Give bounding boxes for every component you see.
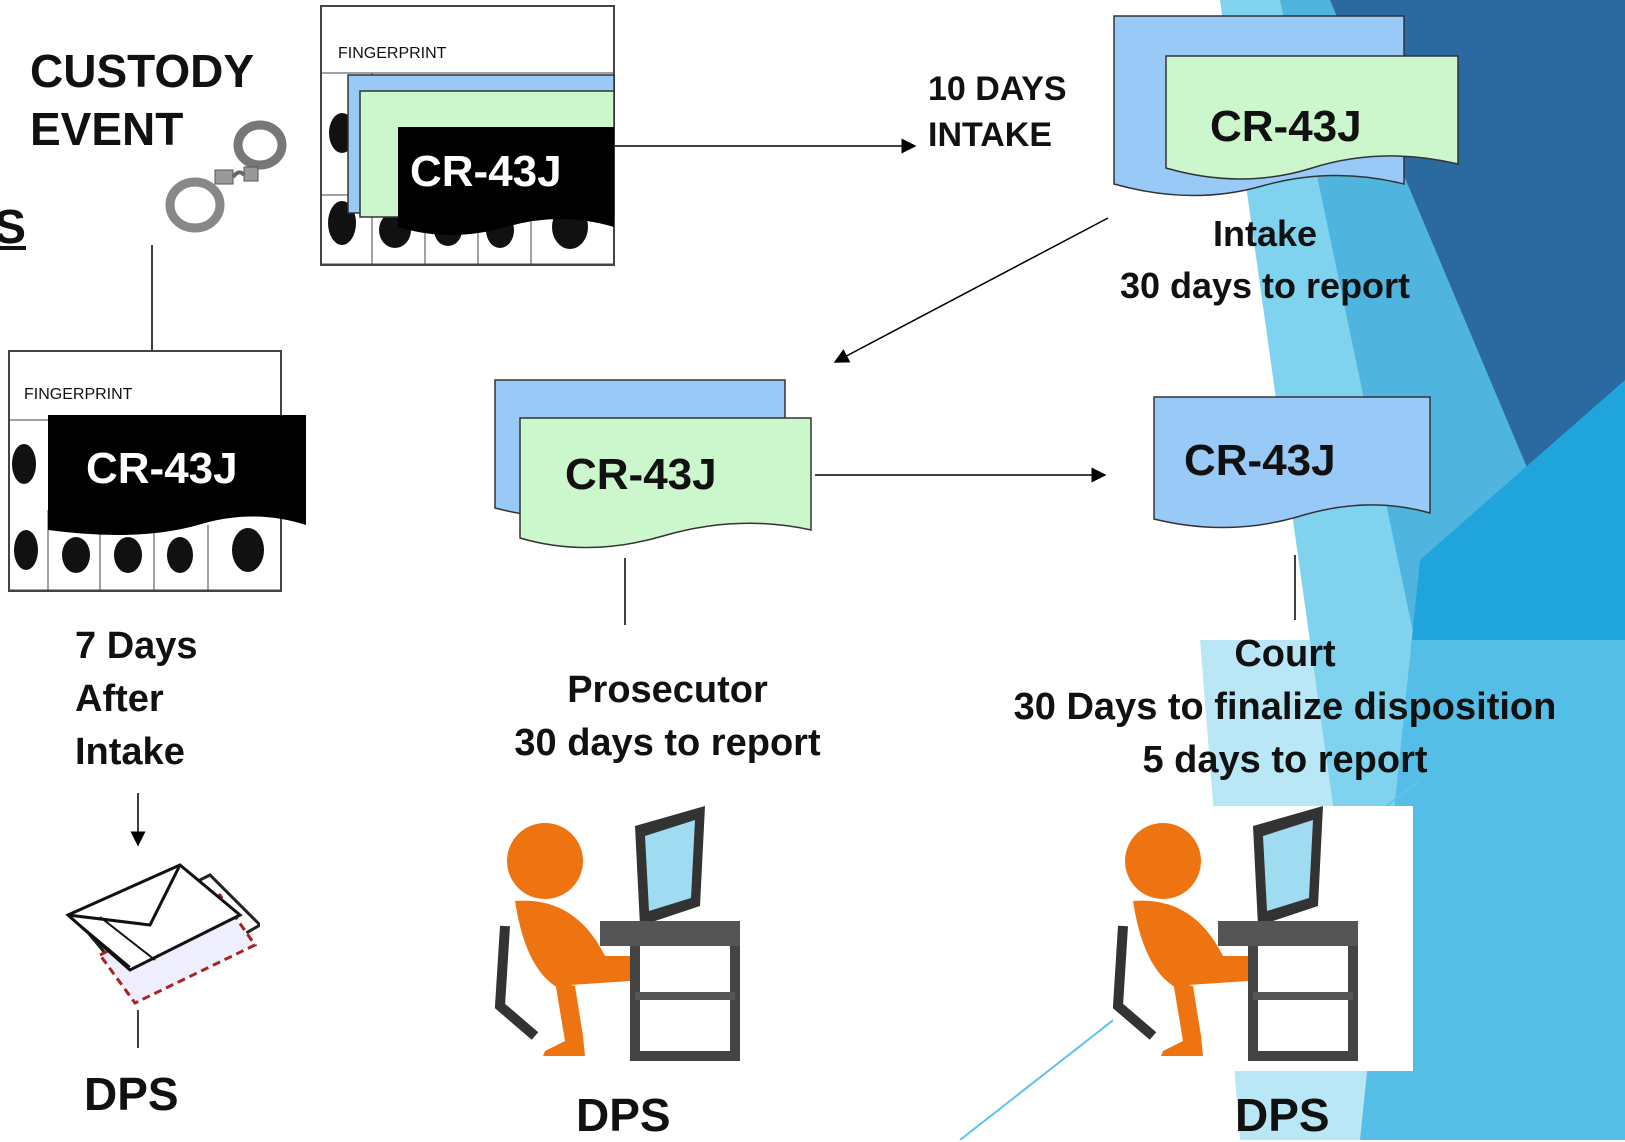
form-code-prosecutor: CR-43J xyxy=(565,450,717,499)
prosecutor-label: Prosecutor 30 days to report xyxy=(450,664,885,770)
mail-envelope-icon xyxy=(65,863,260,1005)
dps-label-court: DPS xyxy=(1235,1089,1330,1141)
court-deadline-report: 5 days to report xyxy=(1142,739,1428,781)
handcuffs-icon xyxy=(165,120,287,233)
intake-title: Intake xyxy=(1212,213,1318,254)
dps-label-left: DPS xyxy=(84,1068,179,1120)
form-code-court: CR-43J xyxy=(1184,436,1336,485)
intake-deadline: 30 days to report xyxy=(1119,265,1411,306)
fingerprint-label-left: FINGERPRINT xyxy=(24,386,133,403)
intake-label: Intake 30 days to report xyxy=(1070,208,1460,312)
form-code-top: CR-43J xyxy=(410,147,562,196)
custody-event-label: CUSTODY EVENT xyxy=(30,45,255,155)
fingerprint-card-top: FINGERPRINT CR-43J xyxy=(320,5,615,267)
computer-user-icon-court xyxy=(1113,806,1413,1071)
court-label: Court 30 Days to finalize disposition 5 … xyxy=(955,628,1615,787)
dps-label-prosecutor: DPS xyxy=(576,1089,671,1141)
fingerprint-label-top: FINGERPRINT xyxy=(338,45,447,62)
fingerprint-card-left: FINGERPRINT CR-43J xyxy=(8,350,308,594)
court-form xyxy=(1153,396,1431,529)
intake-to-prosecutor-arrow xyxy=(833,217,1109,363)
partial-heading: S xyxy=(0,201,27,254)
computer-user-icon-prosecutor xyxy=(495,806,795,1076)
court-title: Court xyxy=(1234,633,1336,675)
intake-arrow-label: 10 DAYS INTAKE xyxy=(928,70,1067,154)
seven-days-label: 7 Days After Intake xyxy=(75,625,198,773)
prosecutor-deadline: 30 days to report xyxy=(514,722,821,764)
intake-forms xyxy=(1113,15,1459,197)
form-code-intake: CR-43J xyxy=(1210,102,1362,151)
form-code-left: CR-43J xyxy=(86,444,238,493)
prosecutor-title: Prosecutor xyxy=(567,669,768,711)
prosecutor-forms xyxy=(494,379,812,549)
court-deadline-finalize: 30 Days to finalize disposition xyxy=(1013,686,1557,728)
